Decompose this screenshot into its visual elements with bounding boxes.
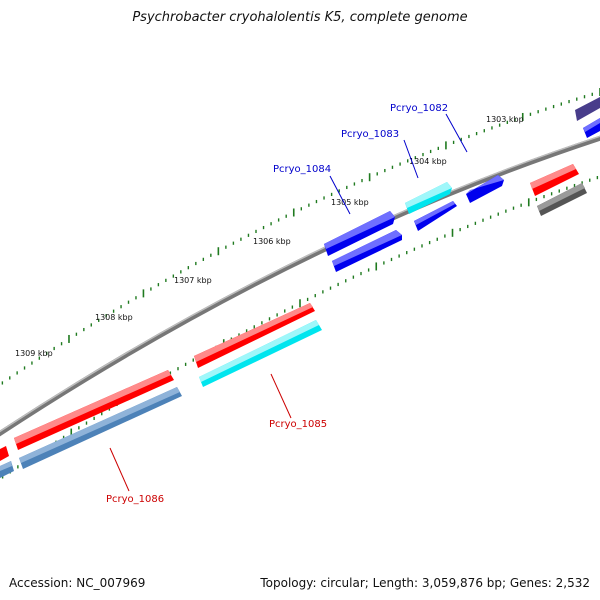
accession-text: Accession: NC_007969 [9, 576, 146, 590]
scale-label-1306: 1306 kbp [253, 237, 291, 246]
scale-label-1309: 1309 kbp [15, 349, 53, 358]
gene-label-pcryo-1086[interactable]: Pcryo_1086 [106, 494, 164, 505]
gene-label-pcryo-1083[interactable]: Pcryo_1083 [341, 129, 399, 140]
gene-label-pcryo-1082[interactable]: Pcryo_1082 [390, 103, 448, 114]
gene-arrow-red-left[interactable] [0, 446, 9, 461]
reverse-strand-genes [0, 118, 600, 478]
gene-arrow-purple[interactable] [575, 97, 600, 121]
scale-labels: 1303 kbp 1304 kbp 1305 kbp 1306 kbp 1307… [15, 115, 524, 358]
forward-strand-genes [0, 97, 600, 461]
scale-label-1305: 1305 kbp [331, 198, 369, 207]
inner-scale-ticks [1, 175, 599, 479]
gene-label-pcryo-1085[interactable]: Pcryo_1085 [269, 419, 327, 430]
map-title: Psychrobacter cryohalolentis K5, complet… [132, 10, 468, 25]
label-leaders [109, 113, 468, 492]
scale-label-1308: 1308 kbp [95, 313, 133, 322]
gene-labels: Pcryo_1082 Pcryo_1083 Pcryo_1084 Pcryo_1… [106, 103, 448, 505]
genome-backbone [0, 135, 600, 437]
outer-scale-ticks [1, 88, 600, 385]
scale-label-1303: 1303 kbp [486, 115, 524, 124]
gene-label-pcryo-1084[interactable]: Pcryo_1084 [273, 164, 331, 175]
genome-summary-text: Topology: circular; Length: 3,059,876 bp… [260, 576, 590, 590]
scale-label-1304: 1304 kbp [409, 157, 447, 166]
scale-label-1307: 1307 kbp [174, 276, 212, 285]
